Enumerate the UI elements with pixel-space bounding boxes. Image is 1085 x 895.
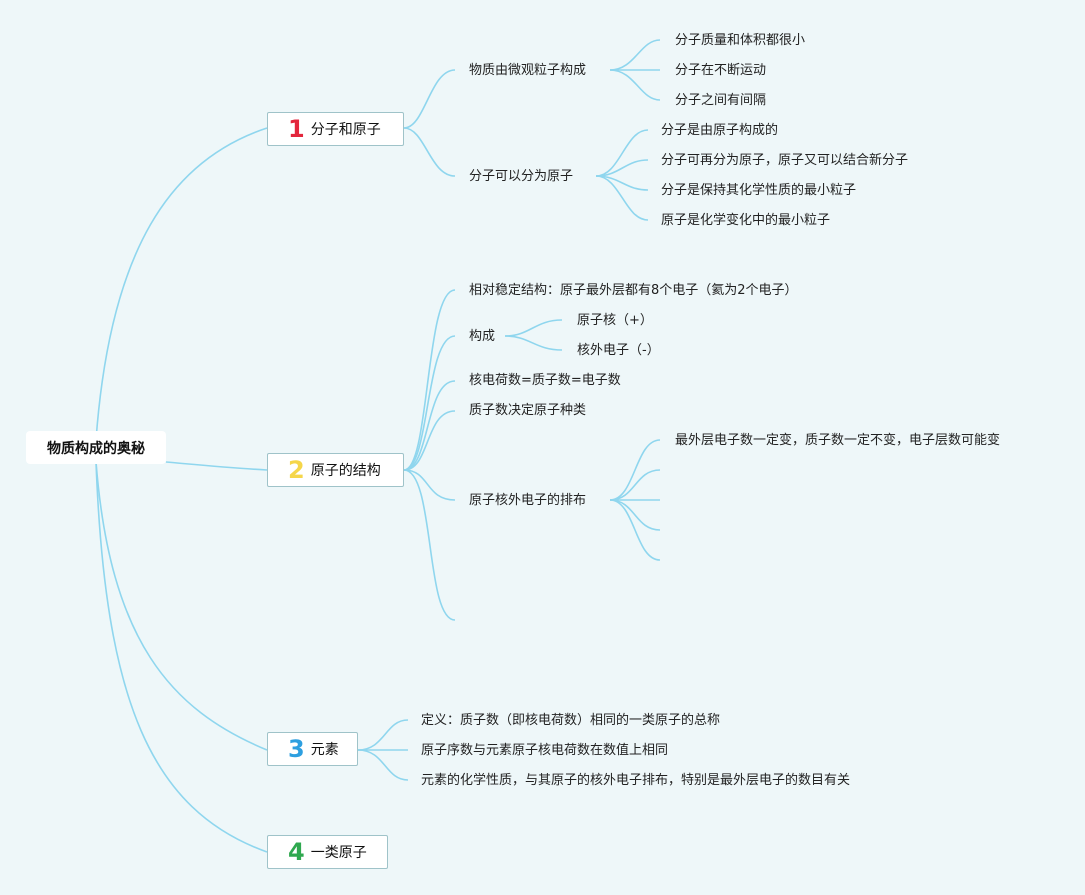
topic-node[interactable]: 核电荷数=质子数=电子数: [469, 373, 621, 388]
branch-label: 一类原子: [310, 845, 367, 861]
subtopic-node[interactable]: 核外电子（-）: [577, 343, 660, 358]
number-1-icon: 1: [288, 115, 305, 143]
connector: [95, 461, 268, 853]
connector: [403, 410, 456, 471]
connector: [609, 499, 661, 561]
connector: [504, 335, 563, 351]
topic-node[interactable]: 物质由微观粒子构成: [469, 63, 587, 78]
subtopic-node[interactable]: 分子之间有间隔: [675, 93, 767, 108]
subtopic-node[interactable]: 分子是保持其化学性质的最小粒子: [661, 183, 857, 198]
branch-node-2[interactable]: 2 原子的结构: [267, 453, 404, 487]
connector: [95, 127, 268, 441]
connector: [165, 461, 268, 471]
root-node[interactable]: 物质构成的奥秘: [26, 431, 166, 464]
branch-node-4[interactable]: 4 一类原子: [267, 835, 388, 869]
subtopic-node[interactable]: 分子在不断运动: [675, 63, 767, 78]
subtopic-node[interactable]: 最外层电子数一定变，质子数一定不变，电子层数可能变: [675, 433, 1001, 448]
subtopic-node[interactable]: 分子可再分为原子，原子又可以结合新分子: [661, 153, 909, 168]
number-2-icon: 2: [288, 456, 305, 484]
connector: [609, 69, 661, 101]
connector: [609, 39, 661, 71]
connector: [403, 335, 456, 471]
connector: [609, 469, 661, 501]
connector: [357, 719, 409, 751]
subtopic-node[interactable]: 原子核（+）: [577, 313, 653, 328]
number-4-icon: 4: [288, 838, 305, 866]
branch-label: 原子的结构: [310, 463, 381, 479]
topic-node[interactable]: 原子序数与元素原子核电荷数在数值上相同: [421, 743, 669, 758]
subtopic-node[interactable]: 分子质量和体积都很小: [675, 33, 806, 48]
connector: [403, 289, 456, 471]
topic-node[interactable]: 构成: [469, 329, 496, 344]
connector: [95, 461, 268, 751]
connector: [609, 439, 661, 501]
branch-node-1[interactable]: 1 分子和原子: [267, 112, 404, 146]
connector: [357, 749, 409, 781]
connector: [403, 380, 456, 471]
connector: [609, 499, 661, 531]
topic-node[interactable]: 分子可以分为原子: [469, 169, 574, 184]
topic-node[interactable]: 质子数决定原子种类: [469, 403, 587, 418]
connector: [403, 127, 456, 177]
topic-node[interactable]: 原子核外电子的排布: [469, 493, 587, 508]
branch-node-3[interactable]: 3 元素: [267, 732, 358, 766]
connector: [403, 69, 456, 129]
branch-label: 元素: [310, 742, 339, 758]
connector: [403, 469, 456, 501]
branch-label: 分子和原子: [310, 122, 381, 138]
number-3-icon: 3: [288, 735, 305, 763]
connector: [504, 319, 563, 337]
connector: [403, 469, 456, 621]
topic-node[interactable]: 定义：质子数（即核电荷数）相同的一类原子的总称: [421, 713, 721, 728]
connector: [595, 129, 649, 177]
subtopic-node[interactable]: 原子是化学变化中的最小粒子: [661, 213, 831, 228]
connector: [595, 175, 649, 221]
topic-node[interactable]: 相对稳定结构：原子最外层都有8个电子（氦为2个电子）: [469, 283, 798, 298]
subtopic-node[interactable]: 分子是由原子构成的: [661, 123, 779, 138]
topic-node[interactable]: 元素的化学性质，与其原子的核外电子排布，特别是最外层电子的数目有关: [421, 773, 851, 788]
